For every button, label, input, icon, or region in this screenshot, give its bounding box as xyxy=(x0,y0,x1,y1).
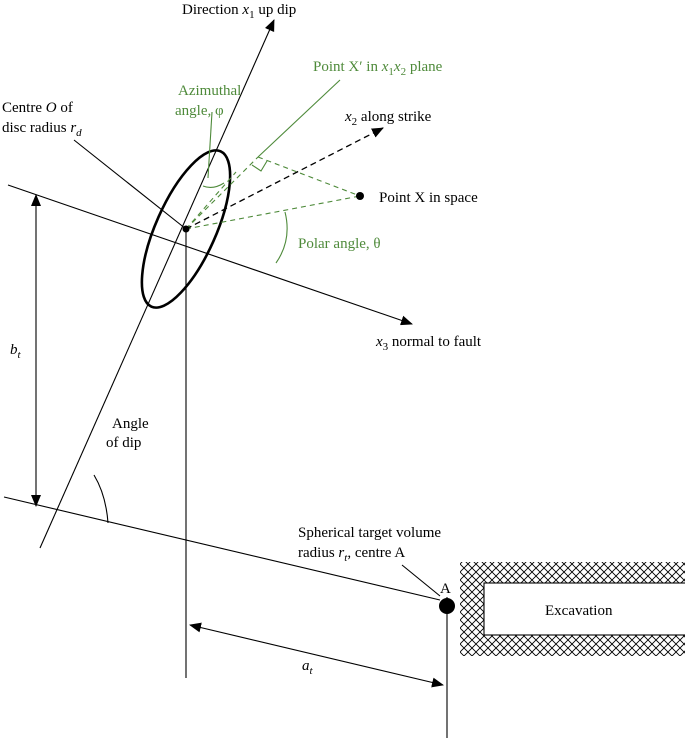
point-a-label: A xyxy=(440,581,451,597)
x1-axis-label: Direction x1 up dip xyxy=(182,2,296,21)
centre-leader-line xyxy=(73,139,187,230)
bt-label: bt xyxy=(10,342,22,361)
line-to-point-xprime xyxy=(185,156,259,230)
line-to-xprime-low xyxy=(185,171,237,230)
x1-axis xyxy=(39,19,275,549)
azimuthal-angle-arc xyxy=(202,182,225,189)
excavation-label: Excavation xyxy=(545,603,613,619)
polar-angle-label: Polar angle, θ xyxy=(298,236,381,252)
projection-line xyxy=(257,156,361,197)
x2-axis-label: x2 along strike xyxy=(344,109,432,128)
fault-disc xyxy=(140,149,232,309)
line-to-point-x xyxy=(185,195,361,230)
point-x-label: Point X in space xyxy=(379,190,478,206)
target-point-a xyxy=(439,598,455,614)
angle-of-dip-label-2: of dip xyxy=(106,435,141,451)
x3-axis xyxy=(7,184,413,326)
centre-label-2: disc radius rd xyxy=(2,120,82,139)
right-angle-mark xyxy=(251,160,268,172)
at-label: at xyxy=(302,658,314,677)
point-xprime-label: Point X′ in x1x2 plane xyxy=(313,59,443,78)
angle-of-dip-label-1: Angle xyxy=(112,416,149,432)
lower-reference-line xyxy=(3,496,441,601)
target-leader-line xyxy=(401,564,441,597)
at-dimension-arrow xyxy=(189,622,444,688)
excavation-box xyxy=(483,582,685,636)
point-x-marker xyxy=(356,192,364,200)
centre-label-1: Centre O of xyxy=(2,100,73,116)
target-label-1: Spherical target volume xyxy=(298,525,441,541)
xprime-leader-line xyxy=(257,79,341,158)
azimuthal-angle-label-1: Azimuthal xyxy=(178,83,241,99)
x3-axis-label: x3 normal to fault xyxy=(375,334,482,353)
polar-angle-arc xyxy=(275,211,288,264)
target-label-2: radius rt, centre A xyxy=(298,545,405,564)
disc-centre-point xyxy=(182,225,190,233)
angle-of-dip-arc xyxy=(93,474,109,524)
azimuthal-angle-label-2: angle, φ xyxy=(175,103,224,119)
x2-axis xyxy=(185,127,384,230)
azimuthal-leader-line xyxy=(207,111,213,179)
